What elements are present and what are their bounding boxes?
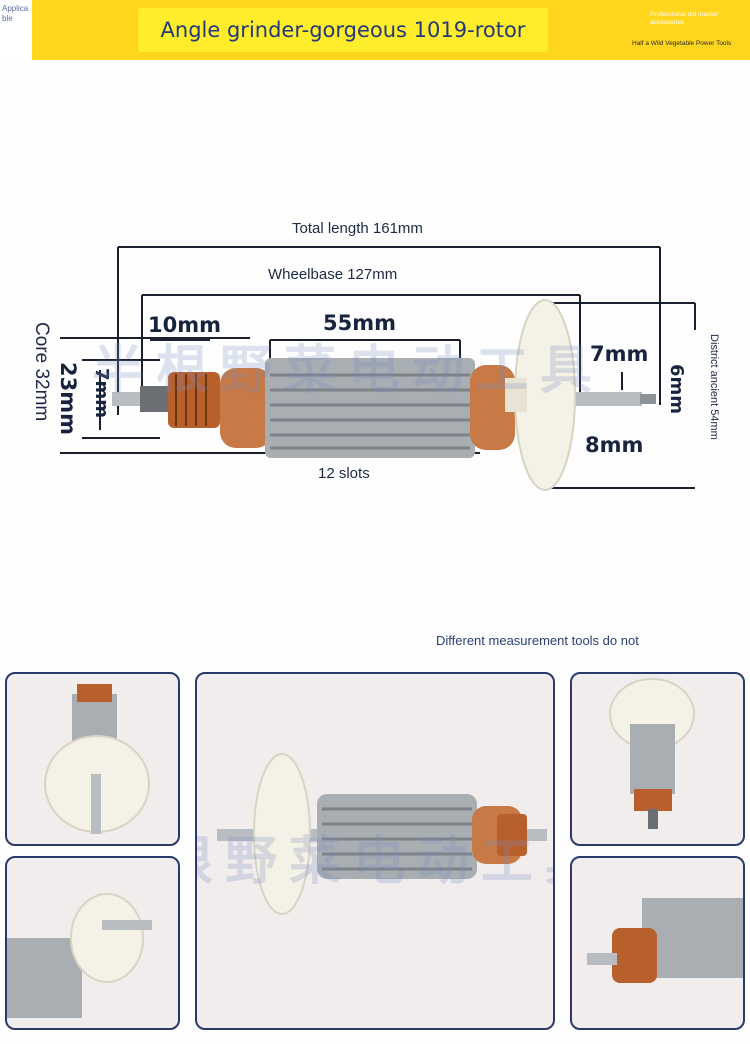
commutator-diameter-label: 23mm	[56, 362, 80, 435]
product-title: Angle grinder-gorgeous 1019-rotor	[138, 8, 548, 52]
total-length-label: Total length 161mm	[292, 220, 423, 237]
photo-commutator-side	[570, 856, 745, 1030]
thread-label: 6mm	[666, 364, 687, 415]
core-diameter-label: Core 32mm	[31, 322, 52, 422]
bearing-seat-label: 8mm	[585, 433, 644, 457]
shaft-right-label: 7mm	[590, 342, 649, 366]
header-bar: Applicable Angle grinder-gorgeous 1019-r…	[0, 0, 750, 60]
brand-name: Half a Wild Vegetable Power Tools	[632, 40, 732, 47]
core-length-label: 55mm	[323, 311, 396, 335]
commutator-length-label: 10mm	[148, 313, 221, 337]
rotor-illustration	[60, 246, 696, 491]
measurement-note: Different measurement tools do not	[436, 633, 639, 648]
photo-commutator-end	[570, 672, 745, 846]
slots-label: 12 slots	[318, 465, 370, 482]
winding-right	[470, 365, 515, 450]
district-label: District ancient 54mm	[708, 334, 720, 440]
photo-fan-side	[5, 856, 180, 1030]
rotor-core	[265, 358, 475, 458]
wheelbase-label: Wheelbase 127mm	[268, 266, 398, 283]
photo-rotor-main: 半根野菜电动工具	[195, 672, 555, 1030]
watermark-photo: 半根野菜电动工具	[197, 831, 553, 892]
watermark-top: 半根野菜电动工具	[92, 340, 605, 401]
photo-fan-end	[5, 672, 180, 846]
brand-tagline: Professional old master accessories	[650, 11, 718, 26]
applicable-tag: Applicable	[0, 0, 32, 60]
rotor-dimension-diagram: Total length 161mm Wheelbase 127mm 10mm …	[0, 200, 750, 510]
winding-left	[220, 368, 272, 448]
